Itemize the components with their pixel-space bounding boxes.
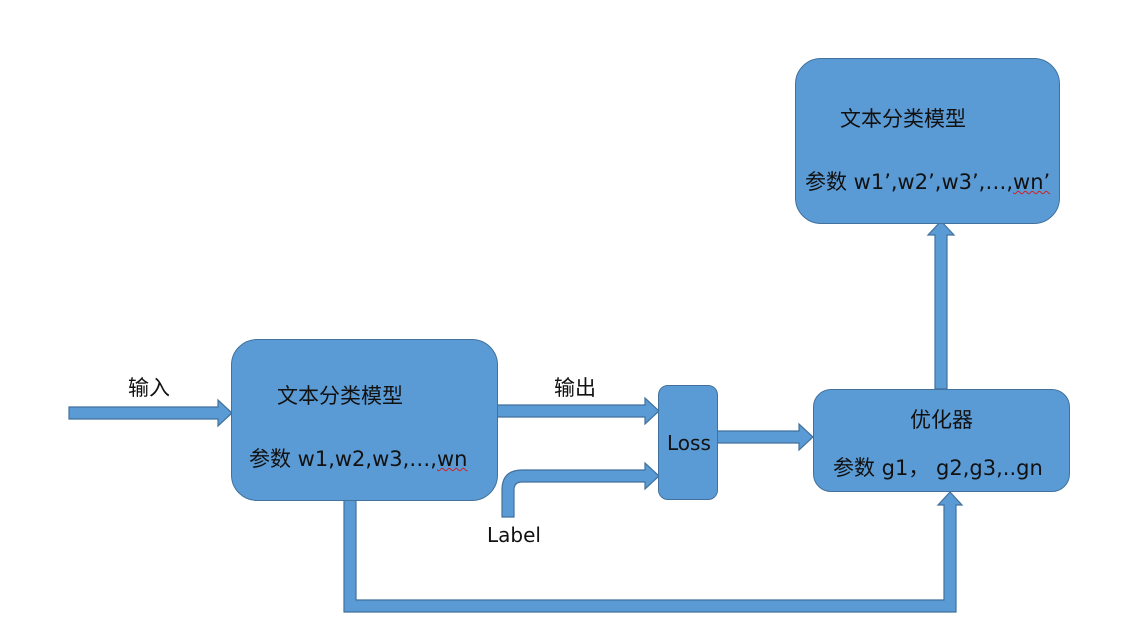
optimizer-box (813, 389, 1070, 492)
label-arrow (501, 461, 660, 518)
updated-model-box (795, 58, 1060, 224)
loss-box-label: Loss (667, 431, 711, 455)
optimizer-box-params: 参数 g1， g2,g3,..gn (833, 456, 1043, 480)
output-label: 输出 (554, 376, 596, 400)
model-box-params: 参数 w1,w2,w3,…,wn (249, 443, 468, 473)
loss-box (658, 385, 718, 500)
output-arrow (496, 396, 660, 426)
optimizer-box-title: 优化器 (910, 408, 973, 432)
optimizer-to-model-arrow (926, 220, 956, 390)
model-box-params-text: 参数 w1,w2,w3,…, (249, 447, 437, 471)
updated-model-box-params-flagged: wn’ (1013, 170, 1051, 194)
updated-model-box-params-text: 参数 w1’,w2’,w3’,…, (805, 170, 1014, 194)
updated-model-box-title: 文本分类模型 (840, 107, 966, 131)
updated-model-box-params: 参数 w1’,w2’,w3’,…,wn’ (805, 166, 1050, 196)
model-box-title: 文本分类模型 (277, 384, 403, 408)
label-label: Label (487, 523, 541, 547)
model-box-params-flagged: wn (437, 447, 468, 471)
input-label: 输入 (128, 376, 170, 400)
parameter-feedback-arrow (343, 491, 964, 613)
input-arrow (68, 398, 233, 428)
loss-to-optimizer-arrow (716, 422, 814, 452)
model-box (231, 339, 498, 501)
